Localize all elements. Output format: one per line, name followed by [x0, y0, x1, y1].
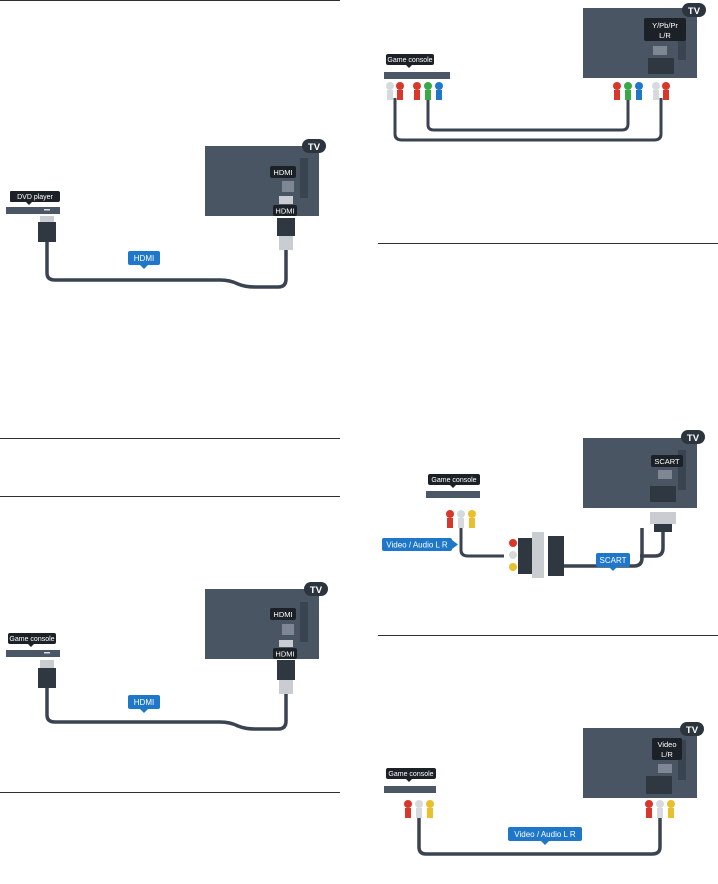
- tv-label: TV: [686, 725, 699, 736]
- hdmi-port-label-top-text: HDMI: [273, 168, 292, 177]
- separator-line: [378, 243, 718, 244]
- separator-line: [378, 635, 718, 636]
- separator-line: [0, 438, 340, 439]
- scart-port-label-text: SCART: [654, 457, 680, 466]
- ypbpr-port-label-line2: L/R: [659, 31, 671, 40]
- tv-label: TV: [310, 585, 323, 596]
- tv-label: TV: [308, 142, 321, 153]
- rca-plugs-device: [446, 510, 476, 528]
- scart-adapter: [509, 532, 564, 578]
- rca-plugs-device: [386, 82, 443, 100]
- av-cable-label-text: Video / Audio L R: [514, 830, 576, 839]
- hdmi-port-label-top: [270, 608, 296, 620]
- hdmi-cable-label-text: HDMI: [134, 254, 154, 263]
- hdmi-cable-label: [128, 695, 160, 709]
- scart-port-label: [651, 455, 683, 467]
- av-cable-label: [382, 538, 452, 551]
- separator-line: [0, 0, 340, 1]
- dvd-hdmi-diagram: TV HDMI HDMI DVD player HDMI: [6, 139, 326, 289]
- av-cable-label-text: Video / Audio L R: [386, 541, 448, 550]
- av-cable: [417, 818, 662, 856]
- console-scart-diagram: TV SCART Game console Video / Audio L R …: [382, 430, 705, 578]
- hdmi-cable-label-text: HDMI: [134, 698, 154, 707]
- hdmi-port-label-bottom: [273, 648, 297, 659]
- scart-cable: [564, 528, 644, 568]
- hdmi-cable: [45, 242, 288, 289]
- game-console-device: Game console: [6, 633, 60, 657]
- hdmi-port-label-top: [270, 166, 296, 178]
- av-cable-label: [508, 827, 582, 841]
- tv-label: TV: [688, 6, 701, 17]
- scart-cable-label-text: SCART: [600, 556, 627, 565]
- device-label: Game console: [9, 636, 54, 643]
- rca-plugs-tv: [613, 82, 670, 100]
- game-console-device: Game console: [384, 768, 436, 793]
- tv-icon: TV: [583, 722, 704, 798]
- tv-icon: TV: [583, 430, 705, 508]
- tv-icon: TV: [583, 3, 706, 78]
- console-video-diagram: TV Video L/R Game console Video / Audio …: [384, 722, 704, 856]
- hdmi-port-label-bottom-text: HDMI: [275, 207, 294, 216]
- tv-icon: TV: [205, 139, 326, 216]
- hdmi-port-label-bottom-text: HDMI: [275, 650, 294, 659]
- rca-plugs-tv: [645, 800, 675, 818]
- scart-cable-label: [596, 553, 630, 567]
- hdmi-cable-label: [128, 251, 160, 265]
- device-label: Game console: [388, 771, 433, 778]
- game-console-device: Game console: [384, 54, 450, 79]
- audio-lr-cable: [393, 98, 663, 142]
- video-port-label-line2: L/R: [661, 750, 673, 759]
- hdmi-cable: [45, 688, 288, 731]
- rca-plugs-device: [404, 800, 434, 818]
- av-cable: [459, 528, 504, 558]
- console-hdmi-diagram: TV HDMI HDMI Game console HDMI: [6, 582, 328, 731]
- device-label: Game console: [387, 57, 432, 64]
- hdmi-port-label-bottom: [273, 205, 297, 216]
- separator-line: [0, 496, 340, 497]
- hdmi-port-label-top-text: HDMI: [273, 610, 292, 619]
- separator-line: [0, 792, 340, 793]
- video-port-label: [652, 738, 682, 760]
- game-console-device: Game console: [426, 474, 480, 498]
- ypbpr-port-label-line1: Y/Pb/Pr: [652, 21, 678, 30]
- device-label: Game console: [431, 477, 476, 484]
- dvd-player-device: DVD player: [6, 191, 60, 214]
- component-video-cable: [426, 98, 630, 132]
- video-port-label-line1: Video: [657, 740, 676, 749]
- device-label: DVD player: [17, 194, 53, 201]
- console-ypbpr-diagram: TV Y/Pb/Pr L/R Game console: [384, 3, 706, 142]
- ypbpr-port-label: [644, 18, 686, 41]
- tv-icon: TV: [205, 582, 328, 659]
- tv-label: TV: [687, 433, 700, 444]
